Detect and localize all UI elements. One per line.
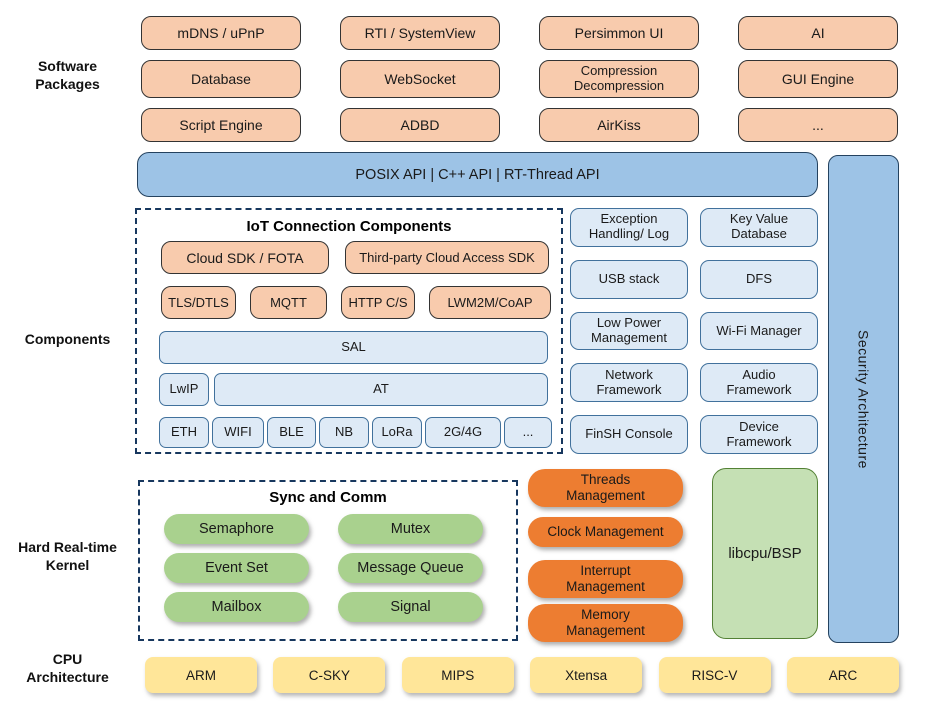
box-lwm2m-coap: LWM2M/CoAP <box>429 286 551 319</box>
component-services-grid: Exception Handling/ Log Key Value Databa… <box>570 208 818 454</box>
box-libcpu-bsp: libcpu/BSP <box>712 468 818 639</box>
box-device-framework: Device Framework <box>700 415 818 454</box>
box-eth: ETH <box>159 417 209 448</box>
box-key-value-database: Key Value Database <box>700 208 818 247</box>
box-third-party-cloud-sdk: Third-party Cloud Access SDK <box>345 241 549 274</box>
box-threads-management: Threads Management <box>528 469 683 507</box>
iot-connection-components-group: IoT Connection Components Cloud SDK / FO… <box>135 208 563 454</box>
sync-and-comm-title: Sync and Comm <box>269 489 387 506</box>
package-airkiss: AirKiss <box>539 108 699 142</box>
box-event-set: Event Set <box>164 553 309 583</box>
software-packages-grid: mDNS / uPnP RTI / SystemView Persimmon U… <box>141 16 898 142</box>
box-usb-stack: USB stack <box>570 259 688 299</box>
box-network-framework: Network Framework <box>570 363 688 403</box>
package-adbd: ADBD <box>340 108 500 142</box>
package-script-engine: Script Engine <box>141 108 301 142</box>
package-websocket: WebSocket <box>340 60 500 98</box>
box-tls-dtls: TLS/DTLS <box>161 286 236 319</box>
iot-group-title: IoT Connection Components <box>246 218 452 235</box>
box-low-power-management: Low Power Management <box>570 311 688 351</box>
package-mdns-upnp: mDNS / uPnP <box>141 16 301 50</box>
box-wifi-manager: Wi-Fi Manager <box>700 311 818 351</box>
box-message-queue: Message Queue <box>338 553 483 583</box>
box-nb: NB <box>319 417 369 448</box>
box-2g4g: 2G/4G <box>425 417 501 448</box>
package-more: ... <box>738 108 898 142</box>
box-interrupt-management: Interrupt Management <box>528 560 683 598</box>
box-xtensa: Xtensa <box>530 657 643 693</box>
package-gui-engine: GUI Engine <box>738 60 898 98</box>
box-risc-v: RISC-V <box>658 657 771 693</box>
box-sal: SAL <box>159 331 548 364</box>
box-audio-framework: Audio Framework <box>700 363 818 403</box>
security-architecture-bar: Security Architecture <box>828 155 899 643</box>
box-semaphore: Semaphore <box>164 514 309 544</box>
sync-and-comm-grid: Semaphore Mutex Event Set Message Queue … <box>140 514 516 622</box>
security-architecture-label: Security Architecture <box>855 329 872 469</box>
label-software-packages: Software Packages <box>35 58 100 93</box>
package-compression: Compression Decompression <box>539 60 699 98</box>
label-hard-realtime-kernel: Hard Real-time Kernel <box>18 539 117 574</box>
box-mutex: Mutex <box>338 514 483 544</box>
box-finsh-console: FinSH Console <box>570 415 688 454</box>
box-c-sky: C-SKY <box>273 657 386 693</box>
cpu-architecture-row: ARM C-SKY MIPS Xtensa RISC-V ARC <box>145 657 899 693</box>
package-persimmon-ui: Persimmon UI <box>539 16 699 50</box>
box-lwip: LwIP <box>159 373 209 406</box>
box-arm: ARM <box>145 657 257 693</box>
box-clock-management: Clock Management <box>528 517 683 547</box>
box-memory-management: Memory Management <box>528 604 683 642</box>
box-mips: MIPS <box>401 657 514 693</box>
box-mqtt: MQTT <box>250 286 327 319</box>
box-lora: LoRa <box>372 417 422 448</box>
box-wifi: WIFI <box>212 417 264 448</box>
box-dfs: DFS <box>700 259 818 299</box>
box-ble: BLE <box>267 417 316 448</box>
package-ai: AI <box>738 16 898 50</box>
box-mailbox: Mailbox <box>164 592 309 622</box>
label-components: Components <box>24 331 111 347</box>
sync-and-comm-group: Sync and Comm Semaphore Mutex Event Set … <box>138 480 518 641</box>
label-cpu-architecture: CPU Architecture <box>26 651 109 686</box>
api-layer-bar: POSIX API | C++ API | RT-Thread API <box>137 152 818 197</box>
package-rti-systemview: RTI / SystemView <box>340 16 500 50</box>
package-database: Database <box>141 60 301 98</box>
box-phy-more: ... <box>504 417 552 448</box>
box-signal: Signal <box>338 592 483 622</box>
box-arc: ARC <box>786 657 899 693</box>
box-at: AT <box>214 373 548 406</box>
box-exception-handling-log: Exception Handling/ Log <box>570 208 688 247</box>
box-cloud-sdk-fota: Cloud SDK / FOTA <box>161 241 329 274</box>
box-http-cs: HTTP C/S <box>341 286 415 319</box>
